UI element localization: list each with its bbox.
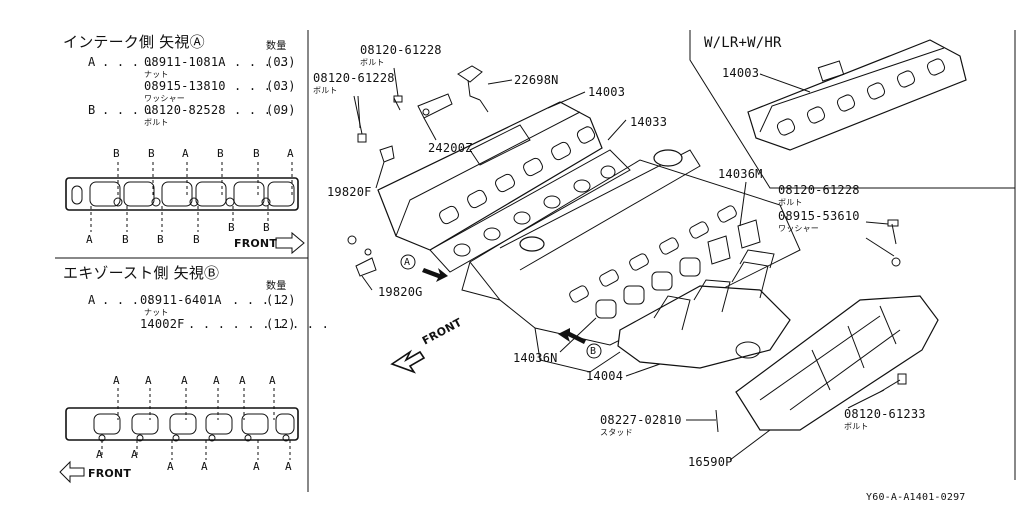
callout-14033: 14033 <box>630 115 668 129</box>
intake-gasket-plate <box>65 162 305 255</box>
intake-bottom-pin-6: B <box>263 221 270 234</box>
intake-top-pin-4: B <box>217 147 224 160</box>
intake-top-pin-3: A <box>182 147 189 160</box>
intake-top-pin-6: A <box>287 147 294 160</box>
callout-08120-61228-right-note: ボルト <box>778 198 803 207</box>
callout-08227-02810-note: スタッド <box>600 428 633 437</box>
intake-part-1-dots2: . . . . <box>234 55 286 69</box>
view-arrows <box>400 254 602 359</box>
intake-part-1-note: ナット <box>144 70 169 79</box>
exhaust-part-2-number: 14002F <box>140 317 185 331</box>
exhaust-gasket-plate <box>59 388 299 484</box>
intake-bottom-pin-3: B <box>157 233 164 246</box>
intake-qty-header: 数量 <box>266 41 287 52</box>
exhaust-bottom-pin-5: A <box>253 460 260 473</box>
callout-08120-61228-left-note: ボルト <box>313 86 338 95</box>
variant-label: W/LR+W/HR <box>704 35 782 51</box>
intake-part-3-dots2: . . . . <box>234 103 286 117</box>
intake-part-1-dots: . . . . <box>102 55 154 69</box>
callout-08120-61233: 08120-61233 <box>844 407 926 421</box>
exhaust-part-1-qty: (12) <box>266 293 296 307</box>
callout-08915-53610: 08915-53610 <box>778 209 860 223</box>
intake-part-3-note: ボルト <box>144 118 169 127</box>
exhaust-bottom-pin-3: A <box>167 460 174 473</box>
footer-code: Y60-A-A1401-0297 <box>866 492 966 503</box>
intake-gasket-14033 <box>429 149 631 273</box>
exhaust-title: エキゾースト側 矢視Ⓑ <box>63 264 220 282</box>
callout-08120-61233-note: ボルト <box>844 422 869 431</box>
intake-part-2-dots2: . . . . <box>234 79 286 93</box>
callout-14004: 14004 <box>586 369 624 383</box>
exhaust-manifold-14004 <box>617 249 791 369</box>
callout-14003-inset: 14003 <box>722 66 760 80</box>
callout-19820G: 19820G <box>378 285 423 299</box>
intake-part-3-qty: (09) <box>266 103 296 117</box>
intake-bottom-pin-1: A <box>86 233 93 246</box>
intake-manifold <box>377 101 603 251</box>
callout-24200Z: 24200Z <box>428 141 473 155</box>
exhaust-top-pin-2: A <box>145 374 152 387</box>
intake-bottom-pin-2: B <box>122 233 129 246</box>
intake-part-3-number: 08120-82528 <box>144 103 226 117</box>
intake-part-1-qty: (03) <box>266 55 296 69</box>
callout-08915-53610-note: ワッシャー <box>778 224 819 233</box>
callout-14036N: 14036N <box>513 351 558 365</box>
inset-intake-manifold <box>747 39 967 151</box>
intake-part-3-ref: B <box>88 103 96 117</box>
callout-14036M: 14036M <box>718 167 763 181</box>
exhaust-part-1-dots: . . . . <box>102 293 154 307</box>
intake-part-3-dots: . . . . <box>102 103 154 117</box>
exhaust-part-2-qty: (12) <box>266 317 296 331</box>
exhaust-part-1-ref: A <box>88 293 96 307</box>
intake-front-label: FRONT <box>234 237 278 250</box>
exhaust-top-pin-3: A <box>181 374 188 387</box>
sensor-22698N <box>457 65 489 113</box>
bolts-right <box>715 219 907 433</box>
callout-14003: 14003 <box>588 85 626 99</box>
exhaust-top-pin-4: A <box>213 374 220 387</box>
intake-bottom-pin-4: B <box>193 233 200 246</box>
intake-part-2-note: ワッシャー <box>144 94 185 103</box>
inset-frame <box>689 30 1015 189</box>
callout-16590P: 16590P <box>688 455 733 469</box>
callout-08120-61228-top-note: ボルト <box>360 58 385 67</box>
exhaust-front-label: FRONT <box>88 467 132 480</box>
intake-part-2-number: 08915-13810 <box>144 79 226 93</box>
intake-bottom-pin-5: B <box>228 221 235 234</box>
exhaust-part-1-number: 08911-6401A <box>140 293 222 307</box>
intake-top-pin-1: B <box>113 147 120 160</box>
bolts-left <box>347 95 403 277</box>
exhaust-bottom-pin-4: A <box>201 460 208 473</box>
exhaust-bottom-pin-2: A <box>131 448 138 461</box>
exhaust-qty-header: 数量 <box>266 281 287 292</box>
bracket-24200Z <box>417 93 453 119</box>
callout-08120-61228-right: 08120-61228 <box>778 183 860 197</box>
view-arrow-a-label: A <box>404 257 411 268</box>
intake-part-2-qty: (03) <box>266 79 296 93</box>
callout-19820F: 19820F <box>327 185 372 199</box>
leader-lines <box>357 67 895 461</box>
exhaust-top-pin-6: A <box>269 374 276 387</box>
exhaust-part-2-dots2: . . . . . . . . . . <box>188 317 330 331</box>
intake-part-1-ref: A <box>88 55 96 69</box>
exhaust-bottom-pin-6: A <box>285 460 292 473</box>
callout-22698N: 22698N <box>514 73 559 87</box>
exhaust-part-1-dots2: . . . . <box>232 293 284 307</box>
exhaust-gaskets <box>595 219 761 319</box>
exhaust-bottom-pin-1: A <box>96 448 103 461</box>
intake-top-pin-5: B <box>253 147 260 160</box>
main-front-arrow <box>390 349 426 374</box>
exhaust-top-pin-5: A <box>239 374 246 387</box>
exhaust-part-1-note: ナット <box>144 308 169 317</box>
intake-title: インテーク側 矢視Ⓐ <box>63 33 205 51</box>
view-arrow-b-label: B <box>590 346 597 357</box>
callout-08120-61228-top: 08120-61228 <box>360 43 442 57</box>
callout-08227-02810: 08227-02810 <box>600 413 682 427</box>
intake-top-pin-2: B <box>148 147 155 160</box>
intake-part-1-number: 08911-1081A <box>144 55 226 69</box>
heat-shield-16590P <box>735 295 939 431</box>
callout-08120-61228-left: 08120-61228 <box>313 71 395 85</box>
exhaust-top-pin-1: A <box>113 374 120 387</box>
